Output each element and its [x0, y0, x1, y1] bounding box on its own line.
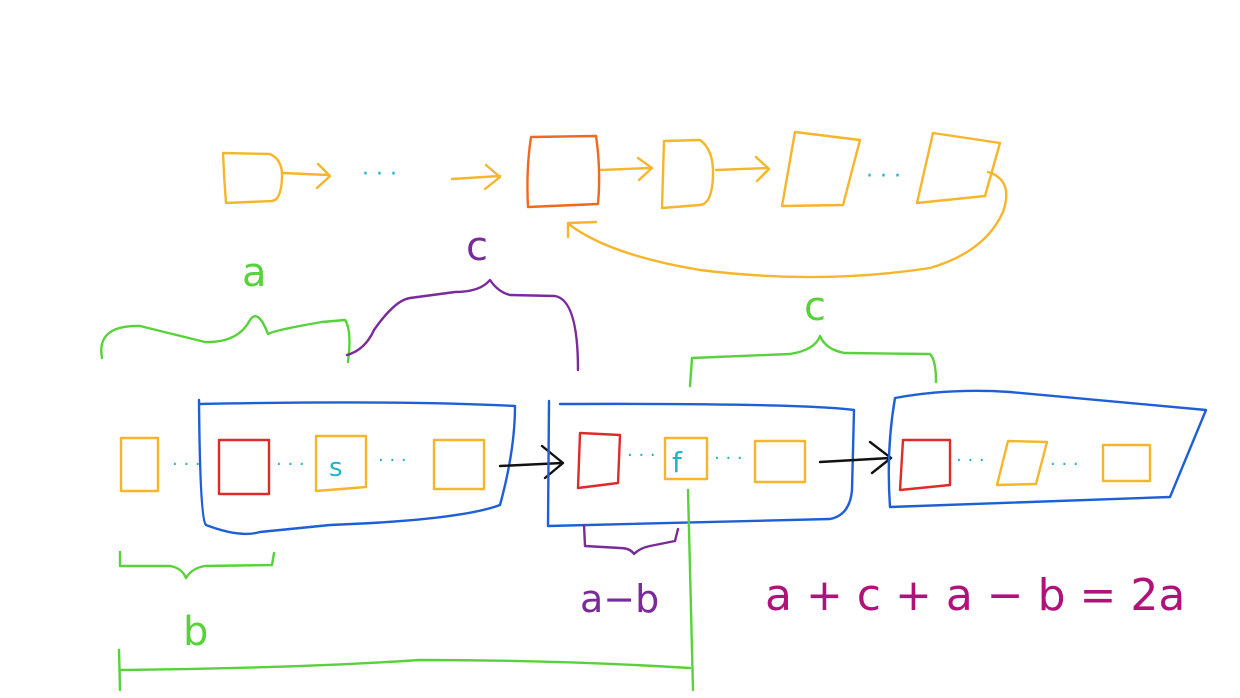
row-dots-4: · · ·: [627, 445, 656, 466]
label-c-purple: c: [466, 224, 488, 270]
top-arrow-3: [599, 156, 654, 182]
top-arrow-2: [450, 163, 502, 191]
top-arrow-4: [714, 155, 771, 183]
arrow-group-2-3: [818, 440, 893, 475]
brace-c-green: c: [688, 284, 938, 388]
brace-a: a: [100, 250, 351, 364]
s-node: [314, 434, 368, 493]
label-f: f: [672, 446, 683, 479]
top-node-5: [915, 131, 1002, 205]
label-a-minus-b: a−b: [580, 577, 659, 621]
top-node-1: [221, 151, 284, 205]
top-list: · · · · · ·: [221, 130, 1008, 279]
row-node-7: [753, 439, 807, 484]
top-dots-1: · · ·: [362, 162, 397, 187]
row-node-10: [1101, 443, 1152, 483]
brace-c-purple: c: [345, 224, 580, 372]
row-node-4: [432, 438, 486, 491]
row-node-9: [995, 439, 1049, 487]
red-node-3: [898, 438, 952, 492]
bracket-total-length: [117, 488, 695, 692]
row-dots-1: · · ·: [172, 454, 201, 475]
blue-group-1: [197, 398, 517, 536]
row-dots-3: · · ·: [378, 450, 407, 471]
equation: a + c + a − b = 2a: [765, 570, 1185, 621]
brace-a-minus-b: a−b: [580, 523, 680, 621]
f-node: [663, 436, 709, 481]
cycle-entry-node: [526, 134, 601, 209]
row-dots-6: · · ·: [956, 450, 985, 471]
label-b: b: [183, 609, 208, 655]
label-c-green: c: [804, 284, 826, 330]
top-node-3: [660, 138, 715, 210]
row-node-1: [119, 436, 160, 493]
top-dots-2: · · ·: [866, 164, 901, 189]
blue-group-3: [887, 389, 1208, 509]
top-node-4: [780, 130, 862, 208]
blue-group-2: [546, 399, 856, 528]
top-arrow-1: [281, 162, 332, 190]
label-s: s: [329, 453, 343, 483]
cycle-back-arrowhead: [566, 220, 598, 239]
red-node-2: [576, 431, 622, 490]
bottom-row: · · · · · · s · · · · · · f · · · · · · …: [119, 389, 1208, 536]
red-node-1: [217, 438, 271, 496]
row-dots-5: · · ·: [714, 448, 743, 469]
cycle-back-arrow: [568, 170, 1008, 279]
row-dots-2: · · ·: [276, 454, 305, 475]
brace-b: b: [118, 550, 276, 655]
label-a: a: [242, 250, 267, 296]
row-dots-7: · · ·: [1050, 454, 1079, 475]
